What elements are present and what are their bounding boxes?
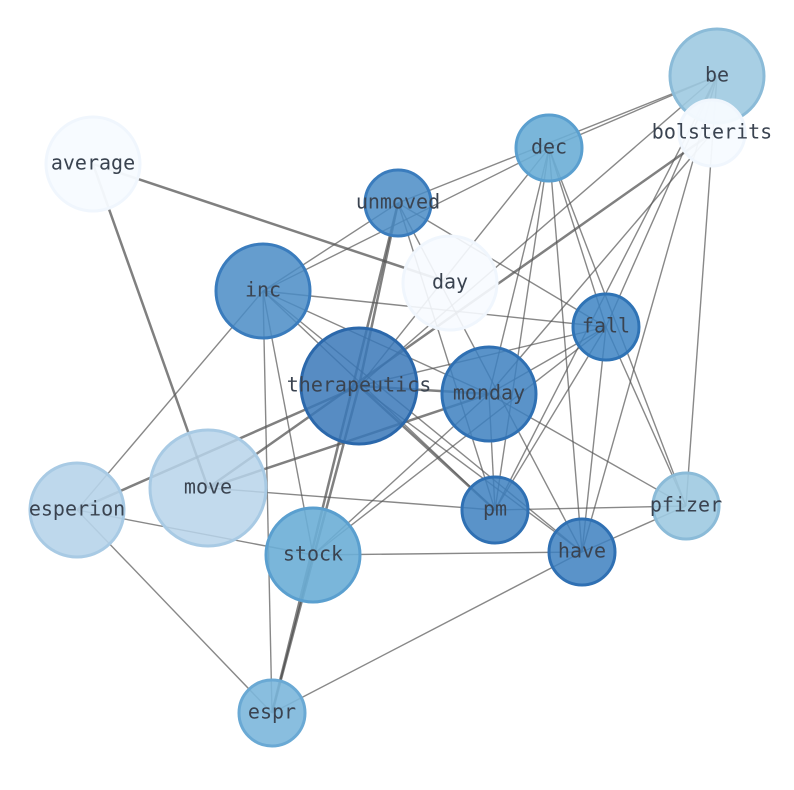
node-espr[interactable] — [237, 678, 307, 748]
node-label-be: be — [705, 63, 729, 87]
node-inc[interactable] — [214, 242, 312, 340]
edge-dec-pm — [494, 147, 550, 511]
node-esperion[interactable] — [28, 461, 126, 559]
edge-bolsterits-monday — [488, 132, 713, 395]
node-dec[interactable] — [514, 113, 584, 183]
node-label-have: have — [558, 539, 606, 563]
node-stock[interactable] — [264, 506, 362, 604]
node-day[interactable] — [401, 234, 499, 332]
node-label-espr: espr — [248, 700, 296, 724]
node-unmoved[interactable] — [363, 168, 433, 238]
node-therapeutics[interactable] — [299, 326, 419, 446]
edge-unmoved-espr — [270, 202, 400, 714]
node-bolsterits[interactable] — [677, 98, 747, 168]
node-label-average: average — [51, 151, 135, 175]
edge-fall-pm — [494, 326, 607, 511]
node-label-unmoved: unmoved — [356, 190, 440, 214]
edge-average-day — [92, 162, 451, 285]
node-monday[interactable] — [440, 345, 538, 443]
node-move[interactable] — [148, 428, 268, 548]
node-label-bolsterits: bolsterits — [652, 120, 772, 144]
node-label-pfizer: pfizer — [650, 493, 722, 517]
node-pm[interactable] — [460, 475, 530, 545]
node-label-dec: dec — [531, 135, 567, 159]
edge-fall-have — [581, 326, 607, 553]
node-label-therapeutics: therapeutics — [287, 373, 432, 397]
node-label-fall: fall — [582, 314, 630, 338]
node-label-move: move — [184, 475, 232, 499]
edge-be-therapeutics — [358, 75, 718, 387]
edge-inc-espr — [262, 290, 273, 714]
node-label-monday: monday — [453, 381, 525, 405]
edge-have-espr — [271, 551, 583, 714]
edge-unmoved-fall — [397, 202, 607, 328]
node-label-stock: stock — [283, 542, 343, 566]
node-pfizer[interactable] — [651, 471, 721, 541]
node-label-day: day — [432, 270, 468, 294]
nodes-layer — [28, 27, 766, 748]
node-label-pm: pm — [483, 497, 507, 521]
node-label-esperion: esperion — [29, 497, 125, 521]
labels-layer: be bolsterits dec average unmoved day inc fall t… — [29, 63, 772, 724]
node-average[interactable] — [44, 115, 142, 213]
edge-fall-stock — [312, 326, 607, 556]
node-fall[interactable] — [571, 292, 641, 362]
node-have[interactable] — [547, 517, 617, 587]
node-label-inc: inc — [245, 278, 281, 302]
